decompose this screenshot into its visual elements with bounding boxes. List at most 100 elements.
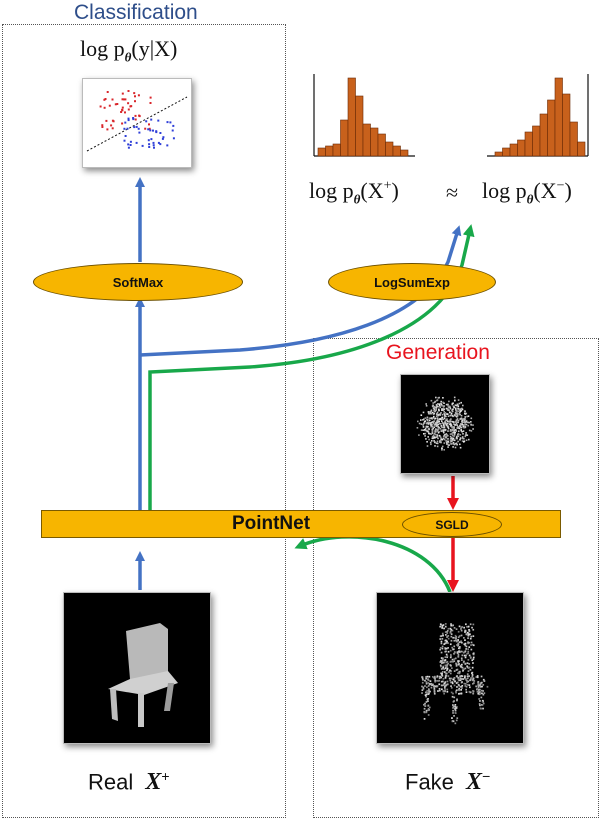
- chair-point: [434, 675, 436, 678]
- noise-point: [437, 414, 440, 417]
- noise-point: [434, 433, 437, 436]
- chair-point: [452, 648, 455, 651]
- chair-point: [464, 629, 466, 632]
- chair-point: [453, 639, 456, 642]
- noise-point: [464, 435, 467, 438]
- noise-point: [442, 435, 445, 438]
- chair-point: [472, 658, 475, 660]
- noise-point: [454, 412, 457, 414]
- chair-point: [442, 624, 445, 626]
- noise-point: [465, 421, 467, 423]
- noise-point: [424, 435, 426, 437]
- chair-point: [450, 685, 452, 687]
- chair-point: [466, 631, 469, 634]
- chair-point: [441, 662, 443, 664]
- chair-point: [479, 693, 481, 695]
- noise-point: [429, 424, 432, 426]
- chair-point: [425, 691, 427, 694]
- chair-point: [444, 681, 447, 683]
- fake-chair-image: [376, 592, 524, 744]
- noise-point: [428, 417, 431, 419]
- energy-real-formula: log pθ(X+): [309, 178, 399, 207]
- chair-point: [459, 677, 462, 680]
- noise-point: [450, 426, 453, 428]
- noise-point: [420, 429, 423, 431]
- noise-point: [422, 411, 425, 414]
- noise-point: [460, 409, 463, 412]
- noise-point: [454, 443, 457, 445]
- noise-point: [459, 443, 461, 446]
- chair-point: [425, 682, 428, 685]
- real-chair-image: [63, 592, 211, 744]
- chair-point: [441, 632, 444, 635]
- red-point: [104, 98, 107, 100]
- noise-point: [425, 438, 427, 440]
- chair-point: [451, 658, 454, 661]
- noise-point: [457, 405, 460, 408]
- red-point: [124, 98, 127, 101]
- noise-point: [470, 424, 473, 426]
- chair-point: [446, 683, 449, 686]
- noise-point: [463, 441, 465, 443]
- chair-point: [442, 659, 445, 661]
- noise-point: [430, 423, 432, 425]
- chair-point: [464, 676, 466, 679]
- chair-point: [439, 623, 442, 626]
- noise-point: [438, 426, 441, 429]
- chair-point: [443, 692, 445, 695]
- chair-point: [428, 675, 431, 678]
- chair-point: [458, 647, 460, 650]
- chair-point: [453, 658, 456, 660]
- noise-point: [455, 421, 458, 423]
- chair-point: [425, 711, 428, 714]
- noise-point: [453, 443, 456, 446]
- chair-point: [471, 674, 474, 676]
- noise-point: [451, 408, 454, 411]
- chair-point: [442, 678, 445, 680]
- noise-point: [456, 426, 459, 428]
- noise-point: [450, 414, 453, 416]
- chair-point: [454, 705, 456, 708]
- red-point: [101, 126, 104, 128]
- blue-point: [162, 136, 165, 139]
- noise-point: [447, 408, 449, 411]
- noise-point: [443, 405, 445, 407]
- chair-point: [427, 693, 430, 695]
- noise-point: [437, 427, 440, 430]
- noise-point: [452, 442, 454, 445]
- chair-point: [452, 700, 455, 703]
- blue-point: [127, 143, 130, 146]
- chair-point: [466, 683, 469, 686]
- red-point: [108, 104, 111, 107]
- noise-point: [440, 402, 442, 405]
- chair-point: [441, 688, 443, 691]
- chair-point: [440, 640, 443, 643]
- chair-point: [444, 656, 447, 658]
- red-point: [148, 127, 151, 130]
- chair-point: [447, 642, 449, 644]
- noise-point: [433, 409, 435, 412]
- noise-point: [447, 403, 449, 406]
- chair-point: [461, 626, 463, 628]
- noise-point: [443, 425, 445, 427]
- blue-point: [135, 125, 138, 128]
- noise-point: [427, 436, 429, 438]
- noise-point: [456, 415, 459, 417]
- chair-point: [477, 684, 480, 686]
- noise-point: [453, 435, 455, 437]
- chair-point: [447, 647, 449, 649]
- chair-point: [434, 680, 436, 682]
- blue-point: [135, 141, 138, 144]
- chair-point: [479, 704, 481, 707]
- chair-point: [469, 686, 471, 689]
- chair-point: [464, 650, 467, 652]
- noise-point: [459, 418, 461, 420]
- chair-point: [425, 695, 427, 698]
- chair-point: [429, 680, 432, 682]
- noise-point: [444, 422, 447, 425]
- chair-point: [425, 676, 427, 678]
- noise-point: [440, 437, 442, 440]
- noise-point: [431, 428, 433, 431]
- noise-point: [432, 427, 434, 430]
- chair-point: [450, 624, 453, 627]
